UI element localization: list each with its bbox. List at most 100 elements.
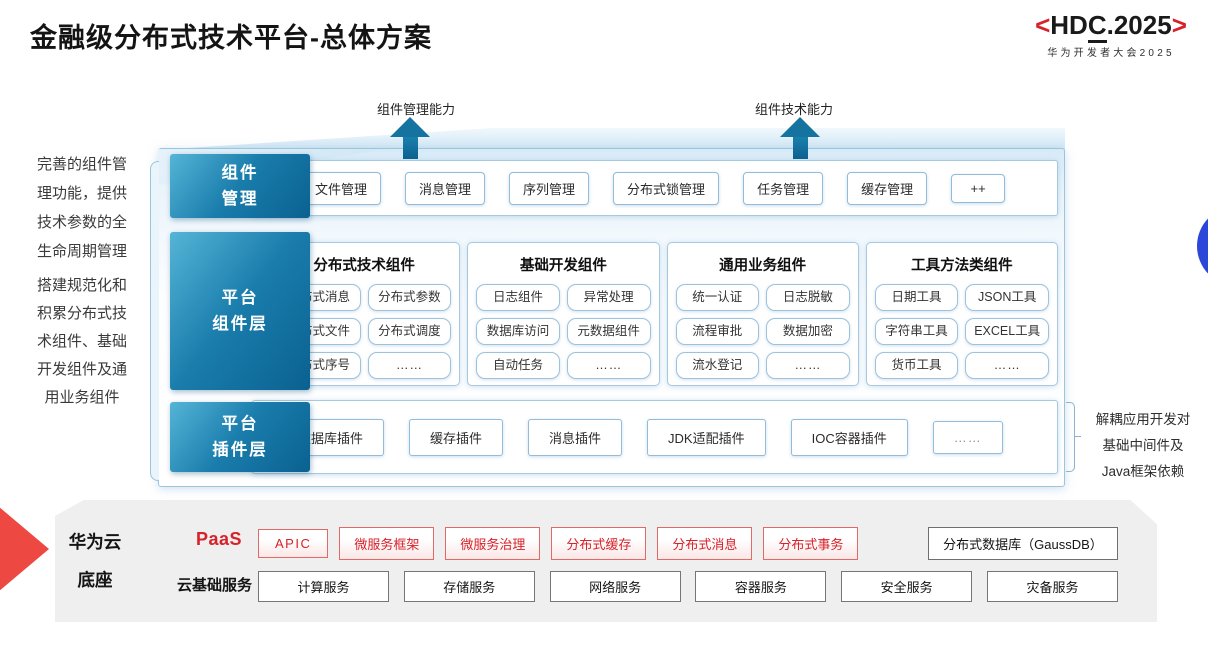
management-chip: 缓存管理 [847, 171, 928, 205]
paas-label: PaaS [196, 529, 243, 549]
label-line: 组件层 [212, 315, 268, 333]
paas-services-row: APIC 微服务框架 微服务治理 分布式缓存 分布式消息 分布式事务 分布式数据… [258, 527, 1118, 560]
management-chip: 文件管理 [301, 171, 382, 205]
paas-chip: 微服务治理 [445, 527, 541, 560]
paas-chip: 微服务框架 [339, 527, 435, 560]
note-line: 解耦应用开发对 [1095, 412, 1191, 427]
note-line: 完善的组件管 [36, 156, 127, 173]
cloud-chip: 容器服务 [695, 571, 827, 602]
management-chip-more: ++ [951, 173, 1006, 203]
component-chip: 日志组件 [476, 284, 560, 311]
note-line: 理功能，提供 [36, 185, 127, 202]
arrow-stem [792, 137, 808, 159]
note-line: 基础中间件及 [1102, 438, 1184, 453]
component-chip-more: …… [965, 352, 1049, 379]
component-chip: 数据加密 [766, 318, 850, 345]
gaussdb-chip: 分布式数据库（GaussDB） [928, 527, 1118, 560]
plugin-chip: 消息插件 [528, 418, 623, 456]
note-decouple-dependency: 解耦应用开发对 基础中间件及 Java框架依赖 [1080, 407, 1206, 485]
logo-left-bracket: < [1035, 10, 1051, 40]
group-title: 通用业务组件 [719, 258, 807, 274]
logo-right-bracket: > [1171, 10, 1187, 40]
group-common-business: 通用业务组件 统一认证 日志脱敏 流程审批 数据加密 流水登记 …… [666, 242, 859, 386]
label-line: 底座 [77, 570, 113, 590]
component-chip: 元数据组件 [566, 318, 651, 345]
note-line: 积累分布式技 [36, 305, 127, 322]
group-title: 基础开发组件 [519, 258, 607, 274]
label-line: 管理 [221, 190, 259, 208]
note-line: 生命周期管理 [36, 243, 127, 260]
plugin-chip-more: …… [932, 420, 1003, 454]
right-bracket-tick [1075, 436, 1081, 437]
component-chip: EXCEL工具 [965, 318, 1049, 345]
component-chip: JSON工具 [965, 284, 1049, 311]
group-grid: 日期工具 JSON工具 字符串工具 EXCEL工具 货币工具 …… [874, 284, 1049, 379]
label-line: 华为云 [68, 532, 122, 552]
platform-top-face [157, 128, 1065, 150]
note-line: 开发组件及通 [36, 361, 127, 378]
component-chip: 货币工具 [874, 352, 959, 379]
management-chip: 序列管理 [509, 171, 590, 205]
component-chip: 异常处理 [566, 284, 651, 311]
component-chip-more: …… [566, 352, 651, 379]
group-tool-methods: 工具方法类组件 日期工具 JSON工具 字符串工具 EXCEL工具 货币工具 …… [865, 242, 1058, 386]
group-grid: 统一认证 日志脱敏 流程审批 数据加密 流水登记 …… [675, 284, 850, 379]
plugin-chip: JDK适配插件 [647, 418, 766, 456]
cloud-chip: 安全服务 [841, 571, 973, 602]
note-line: 用业务组件 [44, 389, 120, 406]
capability-label-management: 组件管理能力 [377, 102, 456, 117]
cloud-chip: 计算服务 [258, 571, 389, 602]
management-chip: 任务管理 [743, 171, 824, 205]
component-chip: 字符串工具 [874, 318, 959, 345]
group-title: 分布式技术组件 [313, 258, 415, 274]
component-chip-more: …… [766, 352, 850, 379]
component-chip: 统一认证 [675, 284, 760, 311]
up-arrow-icon [780, 117, 820, 159]
paas-chip: 分布式事务 [763, 527, 859, 560]
component-chip: 分布式参数 [367, 284, 452, 311]
cloud-chip: 灾备服务 [986, 571, 1118, 602]
cloud-chip: 存储服务 [403, 571, 535, 602]
hdc-logo-wordmark: <HDC.2025> [1016, 10, 1206, 43]
label-line: 插件层 [212, 441, 268, 459]
up-arrow-icon [390, 117, 430, 159]
arrow-head [390, 117, 430, 137]
arrow-head [780, 117, 820, 137]
red-wedge-arrow-icon [0, 507, 49, 591]
cloud-services-row: 计算服务 存储服务 网络服务 容器服务 安全服务 灾备服务 [258, 571, 1118, 602]
layer-label-platform-components: 平台 组件层 [170, 232, 310, 390]
capability-label-technical: 组件技术能力 [755, 102, 834, 117]
note-line: Java框架依赖 [1101, 464, 1185, 479]
management-layer-row: 文件管理 消息管理 序列管理 分布式锁管理 任务管理 缓存管理 ++ [252, 160, 1058, 216]
cloud-basic-services-label: 云基础服务 [177, 577, 253, 594]
group-title: 工具方法类组件 [911, 258, 1013, 274]
group-basic-dev: 基础开发组件 日志组件 异常处理 数据库访问 元数据组件 自动任务 …… [467, 242, 660, 386]
hdc-2025-logo: <HDC.2025> 华为开发者大会2025 [1016, 10, 1206, 59]
label-line: 平台 [221, 289, 259, 307]
label-line: 组件 [221, 164, 259, 182]
note-management-lifecycle: 完善的组件管 理功能，提供 技术参数的全 生命周期管理 [18, 150, 146, 266]
label-line: 平台 [221, 415, 259, 433]
hdc-logo-subtitle: 华为开发者大会2025 [1047, 48, 1175, 59]
logo-c-underlined: C [1087, 10, 1107, 43]
huawei-cloud-foundation-band [55, 500, 1157, 622]
component-chip: 流程审批 [675, 318, 760, 345]
component-chip: 分布式调度 [367, 318, 452, 345]
plugin-layer-row: 数据库插件 缓存插件 消息插件 JDK适配插件 IOC容器插件 …… [252, 400, 1058, 474]
group-grid: 日志组件 异常处理 数据库访问 元数据组件 自动任务 …… [476, 284, 651, 379]
paas-chip: 分布式消息 [657, 527, 753, 560]
component-chip: 流水登记 [675, 352, 760, 379]
right-bracket-shape [1066, 402, 1075, 472]
blue-circle-decoration [1197, 206, 1208, 286]
logo-year-text: .2025 [1106, 10, 1172, 40]
note-line: 搭建规范化和 [36, 277, 127, 294]
layer-label-plugins: 平台 插件层 [170, 402, 310, 472]
paas-chip: APIC [258, 529, 329, 558]
management-chip: 消息管理 [405, 171, 486, 205]
component-chip: 日期工具 [874, 284, 959, 311]
note-component-accumulation: 搭建规范化和 积累分布式技 术组件、基础 开发组件及通 用业务组件 [18, 272, 146, 412]
component-chip-more: …… [367, 352, 452, 379]
plugin-chip: 缓存插件 [409, 418, 504, 456]
note-line: 技术参数的全 [36, 214, 127, 231]
